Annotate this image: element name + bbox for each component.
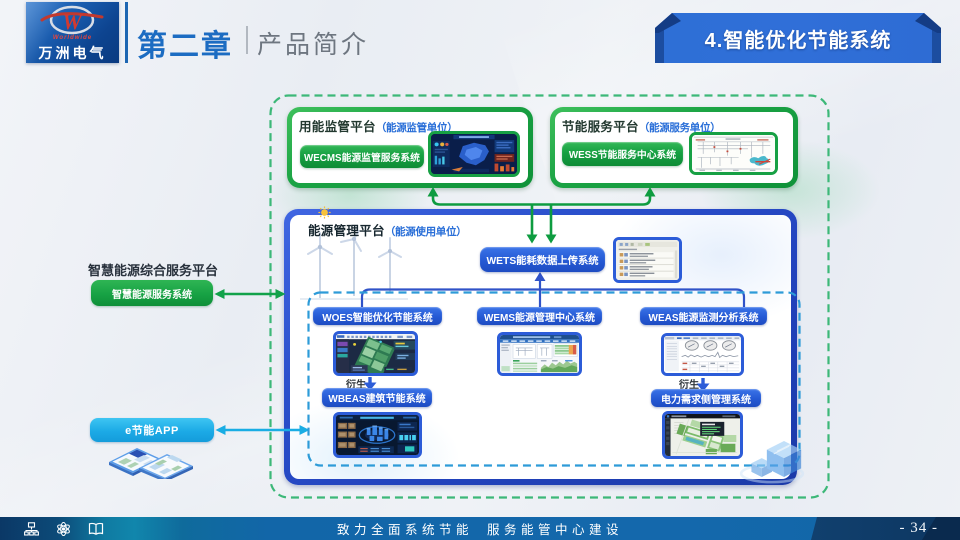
wbeas-screenshot	[333, 412, 422, 458]
logo-w-letter: W	[62, 9, 83, 34]
footer-slogan-2: 服务能管中心建设	[487, 523, 624, 537]
topic-badge: 4.智能优化节能系统	[655, 13, 941, 63]
derive-left-label: 衍生	[346, 380, 366, 391]
sun-icon	[318, 206, 331, 219]
service-platform-box: 节能服务平台（能源服务单位） WESS节能服务中心系统	[550, 107, 798, 188]
wets-upload-button[interactable]: WETS能耗数据上传系统	[480, 247, 605, 272]
logo-w-emblem: W	[40, 5, 104, 35]
wets-screenshot	[613, 237, 682, 283]
service-box-body: 节能服务平台（能源服务单位） WESS节能服务中心系统	[555, 112, 793, 183]
wems-system-button[interactable]: WEMS能源管理中心系统	[477, 307, 602, 325]
logo-subtext: Worldwide	[52, 35, 93, 41]
derive-right-label: 衍生	[679, 380, 699, 391]
weas-system-button[interactable]: WEAS能源监测分析系统	[640, 307, 767, 325]
atom-icon	[57, 521, 70, 536]
woes-system-button[interactable]: WOES智能优化节能系统	[313, 307, 442, 325]
section-title: 产品简介	[257, 31, 370, 59]
sitemap-icon	[24, 521, 39, 536]
page-number: - 34 -	[899, 520, 938, 536]
wess-system-button[interactable]: WESS节能服务中心系统	[562, 142, 683, 166]
service-title-row: 节能服务平台（能源服务单位）	[562, 116, 721, 136]
footer-slogan-1: 致力全面系统节能	[336, 523, 473, 537]
supervision-box-body: 用能监管平台（能源监管单位） WECMS能源监管服务系统	[292, 112, 528, 183]
wems-screenshot	[497, 332, 582, 376]
footer-bar: 致力全面系统节能服务能管中心建设 - 34 -	[0, 517, 960, 540]
cube-decoration	[739, 441, 805, 484]
woes-screenshot	[333, 331, 418, 376]
outer-dashed-frame	[269, 94, 830, 499]
header-thin-divider	[246, 26, 248, 54]
service-unit: （能源服务单位）	[638, 122, 721, 134]
smart-energy-button[interactable]: 智慧能源服务系统	[91, 280, 213, 306]
management-unit: （能源使用单位）	[384, 226, 467, 238]
management-title: 能源管理平台	[308, 224, 385, 238]
footer-icon-group	[24, 517, 104, 540]
phones-illustration	[109, 448, 193, 479]
supervision-title: 用能监管平台	[299, 120, 376, 134]
wecms-system-button[interactable]: WECMS能源监管服务系统	[300, 145, 424, 168]
footer-page-section	[811, 517, 960, 540]
e-app-button[interactable]: e节能APP	[90, 418, 214, 442]
wess-screenshot	[689, 132, 778, 175]
company-logo: W Worldwide 万洲电气	[26, 2, 119, 63]
wbeas-system-button[interactable]: WBEAS建筑节能系统	[322, 388, 432, 407]
wind-turbines-illustration	[300, 230, 408, 300]
header-divider	[125, 2, 128, 63]
book-icon	[88, 522, 104, 535]
power-demand-screenshot	[662, 411, 743, 459]
topic-badge-face	[655, 13, 941, 63]
inner-dashed-frame	[307, 291, 801, 467]
derive-right-row: 衍生	[679, 376, 699, 391]
derive-left-row: 衍生	[346, 376, 366, 391]
service-title: 节能服务平台	[562, 120, 639, 134]
wecms-screenshot	[428, 131, 520, 177]
power-demand-button[interactable]: 电力需求侧管理系统	[651, 389, 761, 407]
footer-slogan: 致力全面系统节能服务能管中心建设	[0, 517, 960, 540]
logo-brand-text: 万洲电气	[38, 45, 107, 61]
weas-screenshot	[661, 333, 744, 376]
smart-platform-title: 智慧能源综合服务平台	[88, 263, 219, 278]
supervision-platform-box: 用能监管平台（能源监管单位） WECMS能源监管服务系统	[287, 107, 533, 188]
chapter-title: 第二章	[137, 30, 233, 63]
management-title-row: 能源管理平台（能源使用单位）	[308, 220, 467, 240]
topic-badge-label: 4.智能优化节能系统	[704, 29, 892, 52]
